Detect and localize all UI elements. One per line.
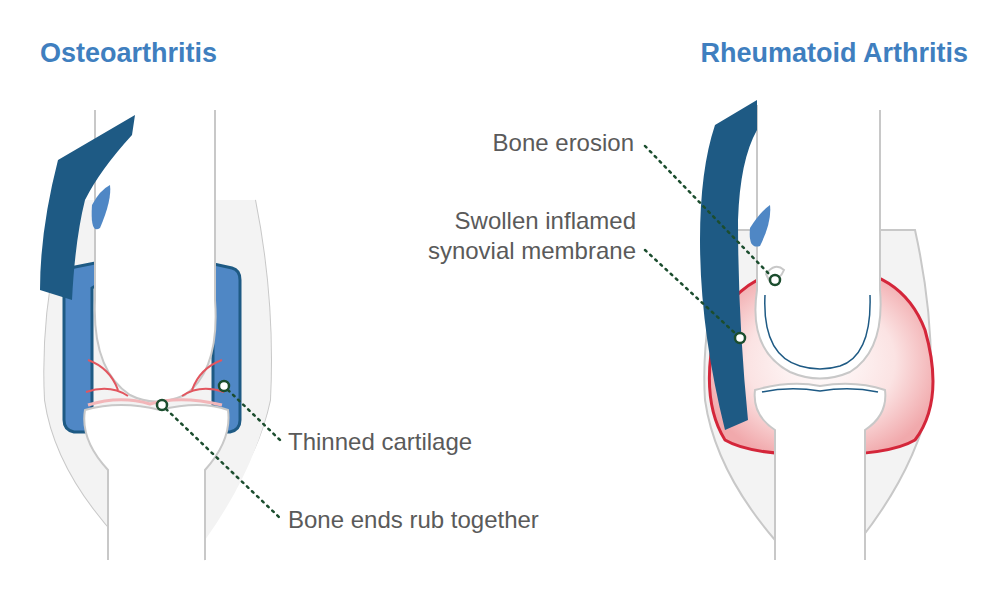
callout-label: Thinned cartilage xyxy=(288,427,472,457)
callout-label: Bone ends rub together xyxy=(288,505,539,535)
panel-title: Rheumatoid Arthritis xyxy=(700,38,968,68)
callout-label: Swollen inflamed synovial membrane xyxy=(366,206,636,266)
callout-label: Bone erosion xyxy=(493,128,634,158)
panel-title: Osteoarthritis xyxy=(40,38,217,68)
rheumatoid-joint xyxy=(645,100,933,560)
osteoarthritis-joint xyxy=(40,110,280,560)
